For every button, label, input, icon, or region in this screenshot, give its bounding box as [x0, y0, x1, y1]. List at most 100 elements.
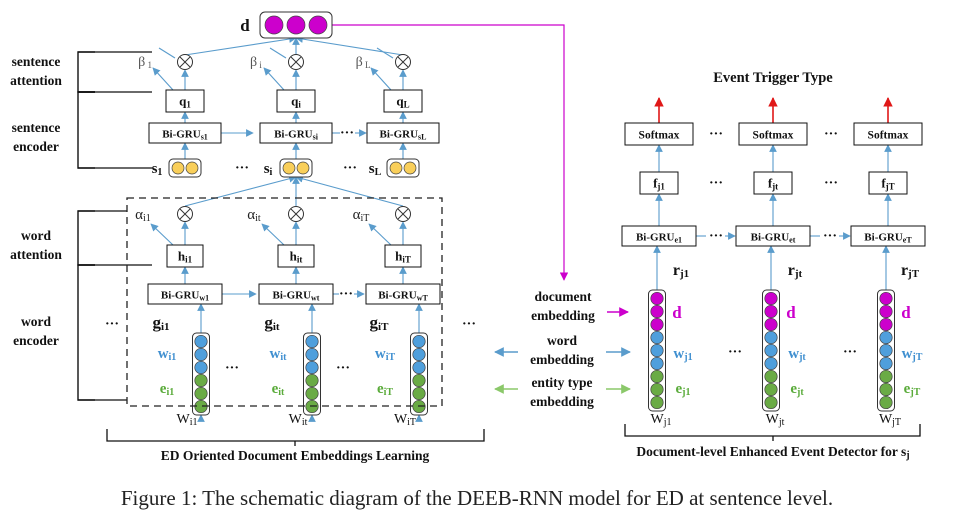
legend-document-embedding: embedding: [531, 308, 595, 323]
word-attention-to-sentence-line: [184, 175, 297, 207]
ellipsis: ···: [340, 126, 354, 141]
event-input-column-node: [879, 369, 893, 384]
sentence-bigru-box: [148, 122, 222, 144]
ellipsis: ···: [462, 317, 476, 332]
event-input-column-node: [650, 356, 664, 371]
sentence-bigru-box-label: Bi-GRUsi: [274, 129, 319, 142]
row-label-sentence-encoder: sentence: [12, 120, 61, 135]
beta-line: [158, 47, 176, 59]
s-label: sL: [369, 161, 382, 178]
w-label: wi1: [158, 346, 177, 363]
h-box-label: hi1: [178, 249, 193, 265]
f-box: [868, 171, 908, 195]
event-input-column-node: [879, 317, 893, 332]
word-attention-to-sentence-line: [295, 175, 404, 207]
sentence-attention-bracket: [77, 51, 95, 93]
row-label-word-encoder: word: [21, 314, 51, 329]
event-bigru-box-label: Bi-GRUeT: [864, 232, 912, 245]
sentence-encoder-bracket: [77, 91, 95, 169]
ellipsis: ···: [343, 161, 357, 176]
ellipsis: ···: [728, 345, 742, 360]
beta-line: [269, 47, 287, 59]
wj-label: wj1: [673, 346, 692, 363]
word-input-column-node: [305, 347, 319, 362]
word-attention-multiply-x2: [290, 208, 302, 220]
sentence-vector-node: [282, 161, 296, 175]
e-label: eiT: [377, 381, 393, 398]
word-input-column-node: [412, 334, 426, 349]
q-box: [165, 89, 205, 113]
event-bigru-box-label: Bi-GRUet: [751, 232, 796, 245]
sentence-vector-node: [185, 161, 199, 175]
w-label: wit: [270, 346, 288, 363]
W-label: Wit: [289, 412, 308, 428]
d-label: d: [786, 303, 796, 322]
row-label-word-encoder: encoder: [13, 333, 59, 348]
h-to-alpha-line: [150, 223, 174, 246]
word-level-dashed-region: [126, 197, 443, 407]
document-feedback-line: [332, 24, 569, 281]
alpha-weight: αi1: [135, 207, 151, 224]
ellipsis: ···: [235, 161, 249, 176]
softmax-box-label: Softmax: [639, 130, 680, 142]
h-box-label: hiT: [395, 249, 411, 265]
q-box-label: qL: [396, 94, 409, 110]
ellipsis: ···: [709, 229, 723, 244]
Wj-label: Wjt: [766, 412, 785, 428]
word-bigru-box: [365, 283, 441, 305]
sentence-bigru-box-label: Bi-GRUs1: [162, 129, 208, 142]
word-attention-multiply-x2: [397, 208, 409, 220]
word-bigru-box: [147, 283, 223, 305]
wj-label: wjT: [902, 346, 923, 363]
event-input-column-node: [650, 330, 664, 345]
word-input-column-node: [412, 347, 426, 362]
event-input-column-node: [879, 395, 893, 410]
softmax-box: [853, 122, 923, 146]
event-input-column-node: [764, 317, 778, 332]
beta-weight: β 1: [138, 55, 152, 70]
word-input-column-node: [305, 373, 319, 388]
sentence-vector-node: [389, 161, 403, 175]
Wj-label: Wj1: [651, 412, 672, 428]
legend-document-embedding: document: [535, 289, 593, 304]
f-box: [639, 171, 679, 195]
softmax-box: [624, 122, 694, 146]
event-input-column-node: [650, 369, 664, 384]
sentence-attention-multiply-x2: [179, 56, 191, 68]
ellipsis: ···: [105, 317, 119, 332]
h-box-label: hit: [290, 249, 303, 265]
g-label: git: [264, 313, 280, 333]
g-label: giT: [370, 313, 390, 333]
ej-label: ej1: [675, 381, 690, 398]
beta-weight: β L: [356, 55, 371, 70]
word-encoder-bracket: [77, 264, 95, 401]
row-label-sentence-attention: sentence: [12, 54, 61, 69]
left-panel-brace: [106, 429, 485, 442]
document-vector-node: [308, 15, 328, 35]
q-to-beta-line: [263, 67, 285, 91]
e-label: ei1: [160, 381, 174, 398]
event-input-column-node: [650, 304, 664, 319]
event-bigru-box: [850, 225, 926, 247]
h-to-alpha-line: [368, 223, 392, 246]
event-input-column-node: [879, 291, 893, 306]
ellipsis: ···: [709, 176, 723, 191]
sentence-bigru-box-label: Bi-GRUsL: [380, 129, 427, 142]
event-input-column-node: [764, 304, 778, 319]
legend-entity-embedding: embedding: [530, 394, 594, 409]
softmax-box: [738, 122, 808, 146]
s-label: si: [264, 161, 273, 178]
r-label: rjT: [901, 262, 920, 280]
W-label: WiT: [394, 412, 416, 428]
d-label: d: [672, 303, 682, 322]
ellipsis: ···: [843, 345, 857, 360]
f-box-label: fjT: [881, 176, 894, 192]
ellipsis: ···: [824, 176, 838, 191]
sentence-to-document-line: [295, 35, 404, 56]
event-input-column-node: [879, 343, 893, 358]
sentence-to-document-line: [184, 35, 297, 56]
q-box-label: qi: [291, 94, 301, 110]
word-attention-multiply-x2: [179, 208, 191, 220]
q-to-beta-line: [370, 67, 392, 91]
